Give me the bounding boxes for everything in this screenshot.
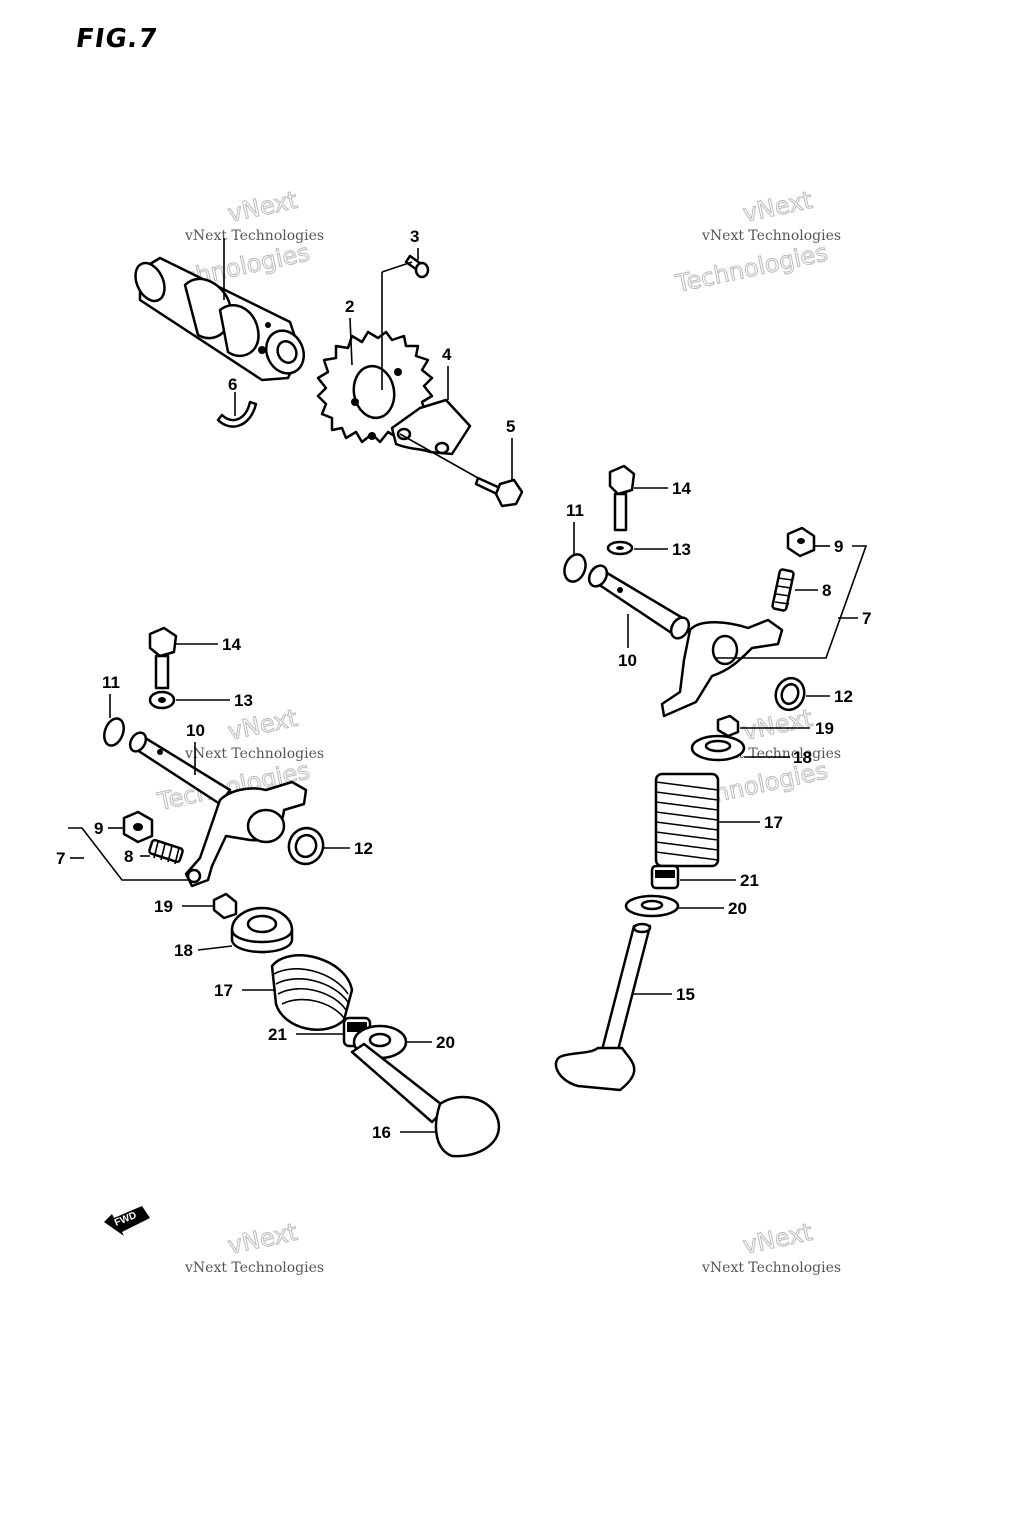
callout-left-20: 20 <box>436 1033 455 1052</box>
callout-left-7: 7 <box>56 849 65 868</box>
locknut-right[interactable] <box>786 526 816 558</box>
callout-left-8: 8 <box>124 847 133 866</box>
valve-spring-right[interactable] <box>654 772 720 868</box>
watermark-text: vNext Technologies <box>184 228 324 244</box>
callout-left-19: 19 <box>154 897 173 916</box>
callout-5: 5 <box>506 417 515 436</box>
callout-right-19: 19 <box>815 719 834 738</box>
callout-right-9: 9 <box>834 537 843 556</box>
callout-left-16: 16 <box>372 1123 391 1142</box>
fwd-direction-badge: FWD <box>104 1206 150 1236</box>
valve-spring-left[interactable] <box>270 954 354 1031</box>
callout-right-14: 14 <box>672 479 691 498</box>
callout-left-21: 21 <box>268 1025 287 1044</box>
watermark-text: vNext Technologies <box>184 746 324 762</box>
callout-left-11: 11 <box>102 673 120 692</box>
spring-retainer-left[interactable] <box>230 906 294 954</box>
callout-right-20: 20 <box>728 899 747 918</box>
callout-right-18: 18 <box>793 748 812 767</box>
valve-cotter-left[interactable] <box>212 892 238 920</box>
watermark-text: vNext Technologies <box>184 1260 324 1276</box>
intake-valve[interactable] <box>350 1042 501 1158</box>
valve-cotter-right[interactable] <box>716 714 740 738</box>
locknut-left[interactable] <box>122 810 154 844</box>
callout-left-13: 13 <box>234 691 253 710</box>
spring-retainer-right[interactable] <box>690 734 746 762</box>
rocker-shaft-right[interactable] <box>586 562 693 641</box>
rocker-arm-right[interactable] <box>660 618 784 718</box>
callout-right-8: 8 <box>822 581 831 600</box>
dowel-pin[interactable] <box>404 254 430 279</box>
watermark-outline-top: vNext <box>225 704 299 746</box>
callout-right-10: 10 <box>618 651 637 670</box>
callout-left-9: 9 <box>94 819 103 838</box>
camshaft-clip[interactable] <box>216 392 258 428</box>
o-ring-left-12[interactable] <box>284 823 328 868</box>
adjusting-screw-left[interactable] <box>148 838 184 865</box>
callout-2: 2 <box>345 297 354 316</box>
o-ring-left-11[interactable] <box>101 716 127 748</box>
o-ring-right-11[interactable] <box>561 551 589 584</box>
callout-right-7: 7 <box>862 609 871 628</box>
sprocket-bolt[interactable] <box>474 476 524 508</box>
callout-left-14: 14 <box>222 635 241 654</box>
callout-left-17: 17 <box>214 981 233 1000</box>
callout-left-12: 12 <box>354 839 373 858</box>
callout-left-18: 18 <box>174 941 193 960</box>
watermark-top-right: vNext vNext Technologies Technologies <box>672 185 841 298</box>
callout-6: 6 <box>228 375 237 394</box>
watermark-outline-bottom: Technologies <box>672 238 830 298</box>
rocker-shaft-bolt-right[interactable] <box>608 464 636 532</box>
callout-right-21: 21 <box>740 871 759 890</box>
washer-left[interactable] <box>148 690 176 710</box>
watermark-outline-top: vNext <box>740 186 814 228</box>
watermark-text: vNext Technologies <box>701 1260 841 1276</box>
watermark-outline-top: vNext <box>740 704 814 746</box>
spring-seat-right[interactable] <box>624 894 680 918</box>
watermark-bottom-left: vNext vNext Technologies <box>184 1217 324 1276</box>
exhaust-valve[interactable] <box>554 922 652 1092</box>
rocker-shaft-left[interactable] <box>127 730 232 806</box>
callout-3: 3 <box>410 227 419 246</box>
stem-seal-right[interactable] <box>650 864 680 890</box>
camshaft[interactable] <box>130 238 311 382</box>
callout-4: 4 <box>442 345 452 364</box>
rocker-arm-left[interactable] <box>184 780 308 888</box>
callout-right-17: 17 <box>764 813 783 832</box>
callout-right-11: 11 <box>566 501 584 520</box>
watermark-outline-top: vNext <box>225 186 299 228</box>
callout-right-13: 13 <box>672 540 691 559</box>
cam-sprocket[interactable] <box>316 330 434 444</box>
watermark-text: vNext Technologies <box>701 228 841 244</box>
callout-right-12: 12 <box>834 687 853 706</box>
watermark-bottom-right: vNext vNext Technologies <box>701 1217 841 1276</box>
callout-left-10: 10 <box>186 721 205 740</box>
adjusting-screw-right[interactable] <box>771 568 795 612</box>
watermark-outline-top: vNext <box>225 1218 299 1260</box>
callout-right-15: 15 <box>676 985 695 1004</box>
rocker-shaft-bolt-left[interactable] <box>148 626 178 690</box>
watermark-outline-top: vNext <box>740 1218 814 1260</box>
o-ring-right-12[interactable] <box>771 674 808 714</box>
washer-right[interactable] <box>606 540 634 556</box>
